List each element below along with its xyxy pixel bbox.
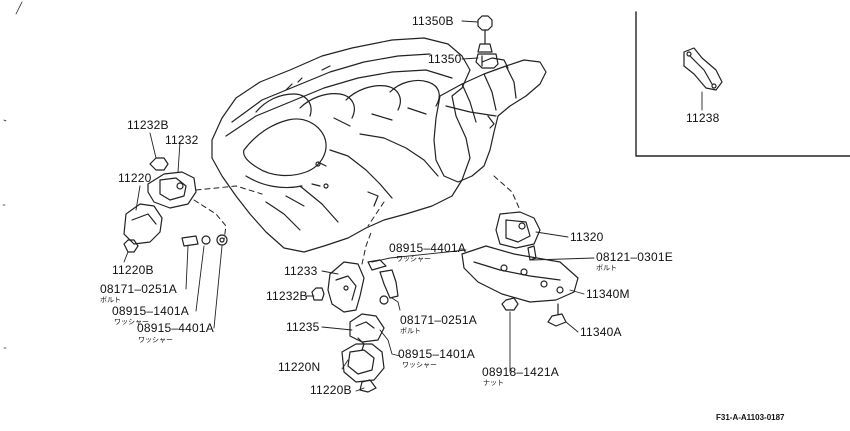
label-08121-0301e: 08121–0301E xyxy=(596,250,673,264)
figure-code: F31-A-A1103-0187 xyxy=(716,413,785,422)
label-08918-1421a: 08918–1421A xyxy=(482,365,559,379)
label-11350b: 11350B xyxy=(412,14,454,28)
label-08915-1401a-left: 08915–1401A xyxy=(112,304,189,318)
label-08171-0251a-center: 08171–0251A xyxy=(400,313,477,327)
label-11220: 11220 xyxy=(118,171,152,185)
sublabel-nut: ナット xyxy=(483,379,504,387)
sublabel-bolt-center: ボルト xyxy=(400,327,421,335)
center-mount-drawing xyxy=(311,259,399,393)
right-mount-drawing xyxy=(461,211,579,327)
sublabel-washer-center-2: ワッシャー xyxy=(402,361,437,369)
sublabel-washer-center-1: ワッシャー xyxy=(396,255,431,263)
label-08915-4401a-left: 08915–4401A xyxy=(137,321,214,335)
transmission-drawing xyxy=(433,57,547,183)
inset-frame xyxy=(635,11,850,157)
label-11238: 11238 xyxy=(686,111,720,125)
label-11350: 11350 xyxy=(428,52,462,66)
sublabel-washer-left-2: ワッシャー xyxy=(138,336,173,344)
label-08915-4401a-center: 08915–4401A xyxy=(389,241,466,255)
leader-lines xyxy=(123,20,595,392)
edge-marks xyxy=(2,119,7,349)
shift-lever-parts-drawing xyxy=(475,15,499,69)
bracket-11238-drawing xyxy=(683,47,723,111)
corner-mark xyxy=(15,1,23,15)
label-11235: 11235 xyxy=(286,320,320,334)
label-11232: 11232 xyxy=(165,133,199,147)
sublabel-washer-left-1: ワッシャー xyxy=(114,318,149,326)
label-08915-1401a-center: 08915–1401A xyxy=(398,347,475,361)
label-08171-0251a-left: 08171–0251A xyxy=(100,282,177,296)
label-11340a: 11340A xyxy=(580,325,622,339)
label-11320: 11320 xyxy=(570,230,604,244)
label-11220b-lower: 11220B xyxy=(310,383,352,397)
sublabel-bolt-right: ボルト xyxy=(596,264,617,272)
label-11233: 11233 xyxy=(284,264,318,278)
sublabel-bolt-left: ボルト xyxy=(100,296,121,304)
dashed-guide-lines xyxy=(193,175,521,265)
engine-block-drawing xyxy=(211,37,471,253)
label-11232b-lower: 11232B xyxy=(266,289,308,303)
label-11340m: 11340M xyxy=(586,287,630,301)
left-mount-drawing xyxy=(123,157,228,253)
label-11220n: 11220N xyxy=(278,360,321,374)
label-11220b: 11220B xyxy=(112,263,154,277)
label-11232b: 11232B xyxy=(127,118,169,132)
